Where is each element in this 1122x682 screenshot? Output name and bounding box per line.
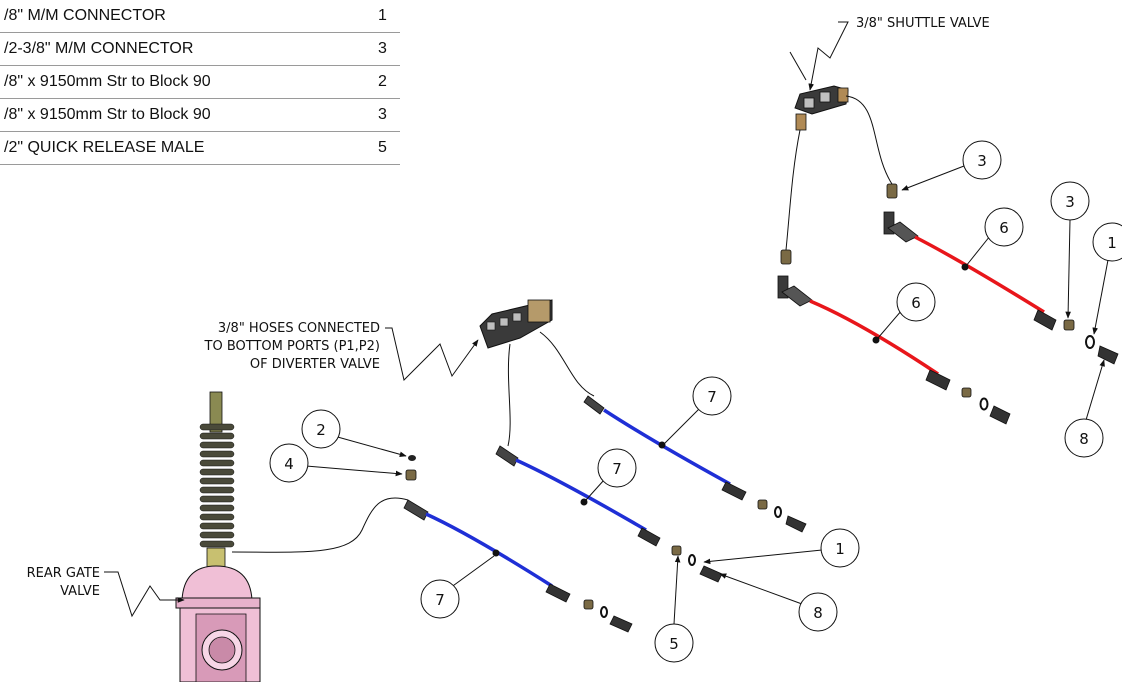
bom-row: /2" QUICK RELEASE MALE 5 [0,132,400,165]
shuttle-valve-label: 3/8" SHUTTLE VALVE [856,16,990,31]
balloon-4: 4 [269,443,309,483]
bom-quantity: 3 [378,106,387,123]
svg-text:1: 1 [835,540,845,558]
hoses-label-line2: TO BOTTOM PORTS (P1,P2) [204,339,380,354]
svg-text:3: 3 [1065,193,1075,211]
shuttle-valve [794,85,849,131]
bom-quantity: 1 [378,7,387,24]
blue-hose-middle [495,445,723,583]
svg-text:6: 6 [911,294,921,312]
bom-description: /2-3/8" M/M CONNECTOR [4,40,194,57]
bom-row: /2-3/8" M/M CONNECTOR 3 [0,33,400,66]
bom-table: /8" M/M CONNECTOR 1 /2-3/8" M/M CONNECTO… [0,0,400,165]
blue-hose-lower [403,499,633,633]
balloon-6: 6 [896,282,936,322]
balloon-6: 6 [984,207,1024,247]
svg-text:8: 8 [1079,430,1089,448]
svg-text:4: 4 [284,455,294,473]
balloon-8: 8 [1064,418,1104,458]
bom-row: /8" M/M CONNECTOR 1 [0,0,400,33]
balloon-5: 5 [654,623,694,663]
balloon-1: 1 [1092,222,1122,262]
hoses-label-line3: OF DIVERTER VALVE [250,357,380,372]
connector-fitting [405,469,417,481]
svg-text:7: 7 [435,591,445,609]
svg-text:2: 2 [316,421,326,439]
hoses-label-line1: 3/8" HOSES CONNECTED [218,321,380,336]
balloon-7: 7 [420,579,460,619]
rear-gate-label-line1: REAR GATE [27,566,100,581]
balloon-3: 3 [1050,181,1090,221]
svg-text:8: 8 [813,604,823,622]
svg-text:6: 6 [999,219,1009,237]
bom-quantity: 3 [378,40,387,57]
bom-quantity: 2 [378,73,387,90]
o-ring [408,455,416,461]
bom-quantity: 5 [378,139,387,156]
balloon-2: 2 [301,409,341,449]
bom-description: /2" QUICK RELEASE MALE [4,139,205,156]
bom-description: /8" M/M CONNECTOR [4,7,166,24]
svg-text:5: 5 [669,635,679,653]
bom-description: /8" x 9150mm Str to Block 90 [4,106,211,123]
svg-text:1: 1 [1107,234,1117,252]
red-hose-lower [777,275,1011,425]
bom-row: /8" x 9150mm Str to Block 90 2 [0,66,400,99]
rear-gate-label-line2: VALVE [60,584,100,599]
balloon-8: 8 [798,592,838,632]
red-hose-upper [883,211,1119,365]
svg-text:3: 3 [977,152,987,170]
bom-description: /8" x 9150mm Str to Block 90 [4,73,211,90]
balloon-7: 7 [597,448,637,488]
blue-hose-upper [583,395,807,533]
fitting [780,183,898,265]
rear-gate-valve [175,391,261,682]
svg-text:7: 7 [612,460,622,478]
balloon-7: 7 [692,376,732,416]
diverter-valve [479,299,553,349]
balloon-1: 1 [820,528,860,568]
bom-row: /8" x 9150mm Str to Block 90 3 [0,99,400,132]
svg-text:7: 7 [707,388,717,406]
balloon-3: 3 [962,140,1002,180]
